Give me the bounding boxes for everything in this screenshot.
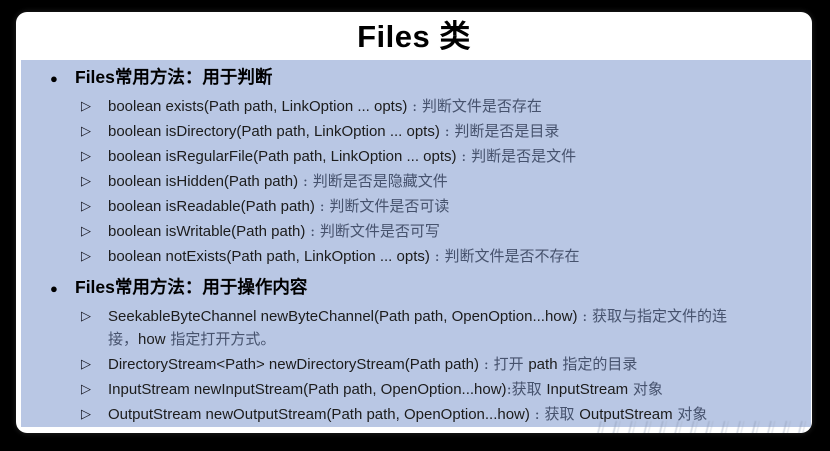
list-item: ▷ DirectoryStream<Path> newDirectoryStrea…: [81, 353, 803, 376]
arrow-bullet-icon: ▷: [81, 173, 91, 188]
method-signature: OutputStream newOutputStream(Path path, …: [108, 406, 530, 423]
method-signature: InputStream newInputStream(Path path, Op…: [108, 381, 507, 398]
item-text: boolean isHidden(Path path) : 判断是否是隐藏文件: [108, 170, 803, 193]
description-text: : 判断文件是否不存在: [429, 247, 580, 265]
item-text: boolean isWritable(Path path) : 判断文件是否可写: [108, 220, 803, 243]
list-item: ▷ InputStream newInputStream(Path path, O…: [81, 378, 803, 401]
watermark: [594, 421, 810, 433]
method-signature: OutputStream: [579, 406, 673, 423]
item-text: InputStream newInputStream(Path path, Op…: [108, 378, 803, 401]
sections: ● Files常用方法：用于判断 ▷ boolean exists(Path path…: [21, 64, 803, 426]
item-text: OutputStream newOutputStream(Path path, …: [108, 403, 803, 426]
description-text: : 判断是否是隐藏文件: [298, 172, 448, 190]
method-signature: InputStream: [546, 381, 629, 398]
list-item: ▷ boolean exists(Path path, LinkOption ..…: [81, 95, 803, 118]
arrow-bullet-icon: ▷: [81, 123, 91, 138]
description-text: : 判断文件是否存在: [407, 97, 542, 115]
arrow-bullet-icon: ▷: [81, 148, 91, 163]
section: ● Files常用方法：用于判断 ▷ boolean exists(Path path…: [21, 64, 803, 268]
method-signature: DirectoryStream<Path> newDirectoryStream…: [108, 356, 479, 373]
item-list: ▷ boolean exists(Path path, LinkOption ..…: [21, 95, 803, 268]
page-title: Files 类: [357, 19, 471, 54]
arrow-bullet-icon: ▷: [81, 406, 91, 421]
description-text: : 获取与指定文件的连: [577, 307, 728, 325]
arrow-bullet-icon: ▷: [81, 98, 91, 113]
arrow-bullet-icon: ▷: [81, 248, 91, 263]
item-text: boolean exists(Path path, LinkOption ...…: [108, 95, 803, 118]
item-text: DirectoryStream<Path> newDirectoryStream…: [108, 353, 803, 376]
list-item: ▷ boolean isRegularFile(Path path, LinkOp…: [81, 145, 803, 168]
method-signature: SeekableByteChannel newByteChannel(Path …: [108, 308, 578, 325]
slide-card: Files 类 ● Files常用方法：用于判断 ▷ boolean exists(P…: [16, 12, 812, 433]
description-text: :获取: [506, 380, 547, 398]
arrow-bullet-icon: ▷: [81, 223, 91, 238]
arrow-bullet-icon: ▷: [81, 381, 91, 396]
arrow-bullet-icon: ▷: [81, 356, 91, 371]
item-list: ▷ SeekableByteChannel newByteChannel(Path…: [21, 305, 803, 426]
list-item: ▷ boolean notExists(Path path, LinkOption…: [81, 245, 803, 268]
item-text: boolean notExists(Path path, LinkOption …: [108, 245, 803, 268]
list-item: ▷ boolean isReadable(Path path) : 判断文件是否可…: [81, 195, 803, 218]
item-text: boolean isDirectory(Path path, LinkOptio…: [108, 120, 803, 143]
bullet-dot-icon: ●: [50, 281, 58, 296]
description-text: : 判断文件是否可读: [314, 197, 450, 215]
section-heading-label: Files常用方法：用于判断: [75, 67, 273, 87]
method-signature: boolean isHidden(Path path): [108, 173, 299, 190]
item-text: boolean isRegularFile(Path path, LinkOpt…: [108, 145, 803, 168]
description-text: 对象: [672, 405, 708, 423]
section: ● Files常用方法：用于操作内容 ▷ SeekableByteChannel ne…: [21, 274, 803, 426]
description-text: 对象: [628, 380, 663, 398]
list-item: ▷ boolean isDirectory(Path path, LinkOpti…: [81, 120, 803, 143]
section-heading: ● Files常用方法：用于判断: [21, 64, 803, 92]
bullet-dot-icon: ●: [50, 71, 58, 86]
description-text: : 判断文件是否可写: [305, 222, 440, 240]
list-item: ▷ OutputStream newOutputStream(Path path,…: [81, 403, 803, 426]
method-signature: boolean isDirectory(Path path, LinkOptio…: [108, 123, 440, 140]
description-text: 指定的目录: [557, 355, 638, 373]
method-signature: path: [528, 356, 558, 373]
description-text: 指定打开方式。: [165, 330, 276, 348]
description-text: 接，: [108, 330, 139, 348]
section-heading-label: Files常用方法：用于操作内容: [75, 277, 308, 297]
description-text: : 判断是否是目录: [439, 122, 560, 140]
list-item: ▷ boolean isWritable(Path path) : 判断文件是否可…: [81, 220, 803, 243]
arrow-bullet-icon: ▷: [81, 198, 91, 213]
content-panel: ● Files常用方法：用于判断 ▷ boolean exists(Path path…: [21, 60, 811, 427]
arrow-bullet-icon: ▷: [81, 308, 91, 323]
item-text: SeekableByteChannel newByteChannel(Path …: [108, 305, 803, 351]
method-signature: boolean notExists(Path path, LinkOption …: [108, 248, 430, 265]
description-text: : 打开: [478, 355, 529, 373]
section-heading: ● Files常用方法：用于操作内容: [21, 274, 803, 302]
method-signature: boolean exists(Path path, LinkOption ...…: [108, 98, 408, 115]
method-signature: boolean isReadable(Path path): [108, 198, 315, 215]
list-item: ▷ SeekableByteChannel newByteChannel(Path…: [81, 305, 803, 351]
list-item: ▷ boolean isHidden(Path path) : 判断是否是隐藏文件: [81, 170, 803, 193]
method-signature: boolean isRegularFile(Path path, LinkOpt…: [108, 148, 457, 165]
item-text: boolean isReadable(Path path) : 判断文件是否可读: [108, 195, 803, 218]
method-signature: boolean isWritable(Path path): [108, 223, 306, 240]
description-text: : 判断是否是文件: [456, 147, 577, 165]
method-signature: how: [138, 331, 166, 348]
description-text: : 获取: [529, 405, 580, 423]
